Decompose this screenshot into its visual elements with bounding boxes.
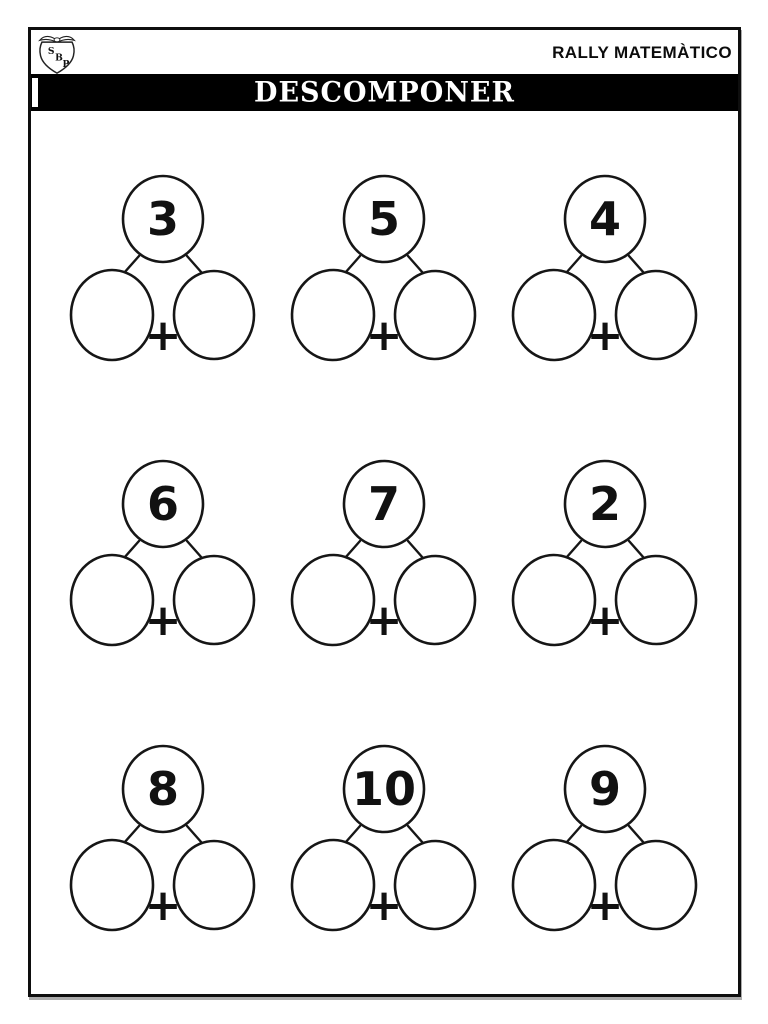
answer-circle-left[interactable] bbox=[511, 553, 597, 647]
eagle-body bbox=[53, 37, 61, 43]
connector-right bbox=[185, 824, 204, 845]
number-bond: 4 + bbox=[495, 173, 715, 363]
total-number: 3 bbox=[147, 192, 179, 246]
answer-circle-left[interactable] bbox=[69, 553, 155, 647]
total-number: 9 bbox=[589, 762, 621, 816]
total-number: 5 bbox=[368, 192, 400, 246]
number-bond: 6 + bbox=[53, 458, 273, 648]
connector-left bbox=[564, 539, 583, 560]
number-bond: 9 + bbox=[495, 743, 715, 933]
answer-circle-left[interactable] bbox=[290, 838, 376, 932]
answer-circle-left[interactable] bbox=[290, 268, 376, 362]
worksheet-page: S B P RALLY MATEMÀTICO DESCOMPONER 3 + bbox=[28, 27, 741, 997]
connector-left bbox=[343, 824, 362, 845]
connector-right bbox=[406, 254, 425, 275]
connector-left bbox=[343, 254, 362, 275]
total-number: 8 bbox=[147, 762, 179, 816]
total-circle bbox=[563, 174, 647, 264]
number-bond: 8 + bbox=[53, 743, 273, 933]
bonds-grid: 3 + 5 + 4 + bbox=[53, 173, 715, 933]
plus-sign: + bbox=[587, 595, 624, 646]
total-number: 10 bbox=[352, 762, 416, 816]
total-circle bbox=[342, 744, 426, 834]
plus-sign: + bbox=[366, 595, 403, 646]
connector-right bbox=[406, 824, 425, 845]
plus-sign: + bbox=[366, 880, 403, 931]
answer-circle-right[interactable] bbox=[172, 269, 256, 361]
total-number: 2 bbox=[589, 477, 621, 531]
connector-left bbox=[564, 254, 583, 275]
connector-right bbox=[627, 539, 646, 560]
plus-sign: + bbox=[587, 310, 624, 361]
connector-left bbox=[122, 824, 141, 845]
number-bond: 5 + bbox=[274, 173, 494, 363]
banner-notch bbox=[32, 78, 38, 107]
plus-sign: + bbox=[145, 595, 182, 646]
number-bond: 2 + bbox=[495, 458, 715, 648]
answer-circle-left[interactable] bbox=[69, 268, 155, 362]
plus-sign: + bbox=[145, 310, 182, 361]
header-title: RALLY MATEMÀTICO bbox=[552, 43, 732, 62]
connector-left bbox=[122, 254, 141, 275]
total-number: 4 bbox=[589, 192, 621, 246]
plus-sign: + bbox=[587, 880, 624, 931]
connector-right bbox=[185, 254, 204, 275]
total-circle bbox=[121, 459, 205, 549]
connector-right bbox=[406, 539, 425, 560]
eagle-icon bbox=[38, 35, 76, 44]
total-number: 6 bbox=[147, 477, 179, 531]
answer-circle-right[interactable] bbox=[393, 554, 477, 646]
answer-circle-left[interactable] bbox=[69, 838, 155, 932]
total-circle bbox=[563, 459, 647, 549]
logo-letter-p: P bbox=[62, 59, 69, 70]
number-bond: 3 + bbox=[53, 173, 273, 363]
total-circle bbox=[121, 744, 205, 834]
banner-title: DESCOMPONER bbox=[254, 76, 515, 109]
answer-circle-right[interactable] bbox=[614, 269, 698, 361]
connector-right bbox=[627, 254, 646, 275]
connector-right bbox=[627, 824, 646, 845]
answer-circle-left[interactable] bbox=[511, 838, 597, 932]
school-shield-logo: S B P bbox=[38, 35, 76, 75]
logo-letter-s: S bbox=[48, 46, 55, 57]
answer-circle-right[interactable] bbox=[614, 554, 698, 646]
title-banner: DESCOMPONER bbox=[31, 74, 738, 111]
number-bond: 10 + bbox=[274, 743, 494, 933]
total-circle bbox=[342, 174, 426, 264]
plus-sign: + bbox=[366, 310, 403, 361]
answer-circle-right[interactable] bbox=[172, 839, 256, 931]
total-circle bbox=[563, 744, 647, 834]
shield-outline-icon bbox=[39, 41, 75, 75]
connector-right bbox=[185, 539, 204, 560]
answer-circle-right[interactable] bbox=[172, 554, 256, 646]
total-circle bbox=[121, 174, 205, 264]
plus-sign: + bbox=[145, 880, 182, 931]
logo-letter-b: B bbox=[55, 52, 63, 63]
connector-left bbox=[122, 539, 141, 560]
total-number: 7 bbox=[368, 477, 400, 531]
number-bond: 7 + bbox=[274, 458, 494, 648]
answer-circle-right[interactable] bbox=[393, 269, 477, 361]
answer-circle-right[interactable] bbox=[393, 839, 477, 931]
total-circle bbox=[342, 459, 426, 549]
answer-circle-right[interactable] bbox=[614, 839, 698, 931]
answer-circle-left[interactable] bbox=[290, 553, 376, 647]
answer-circle-left[interactable] bbox=[511, 268, 597, 362]
connector-left bbox=[343, 539, 362, 560]
connector-left bbox=[564, 824, 583, 845]
